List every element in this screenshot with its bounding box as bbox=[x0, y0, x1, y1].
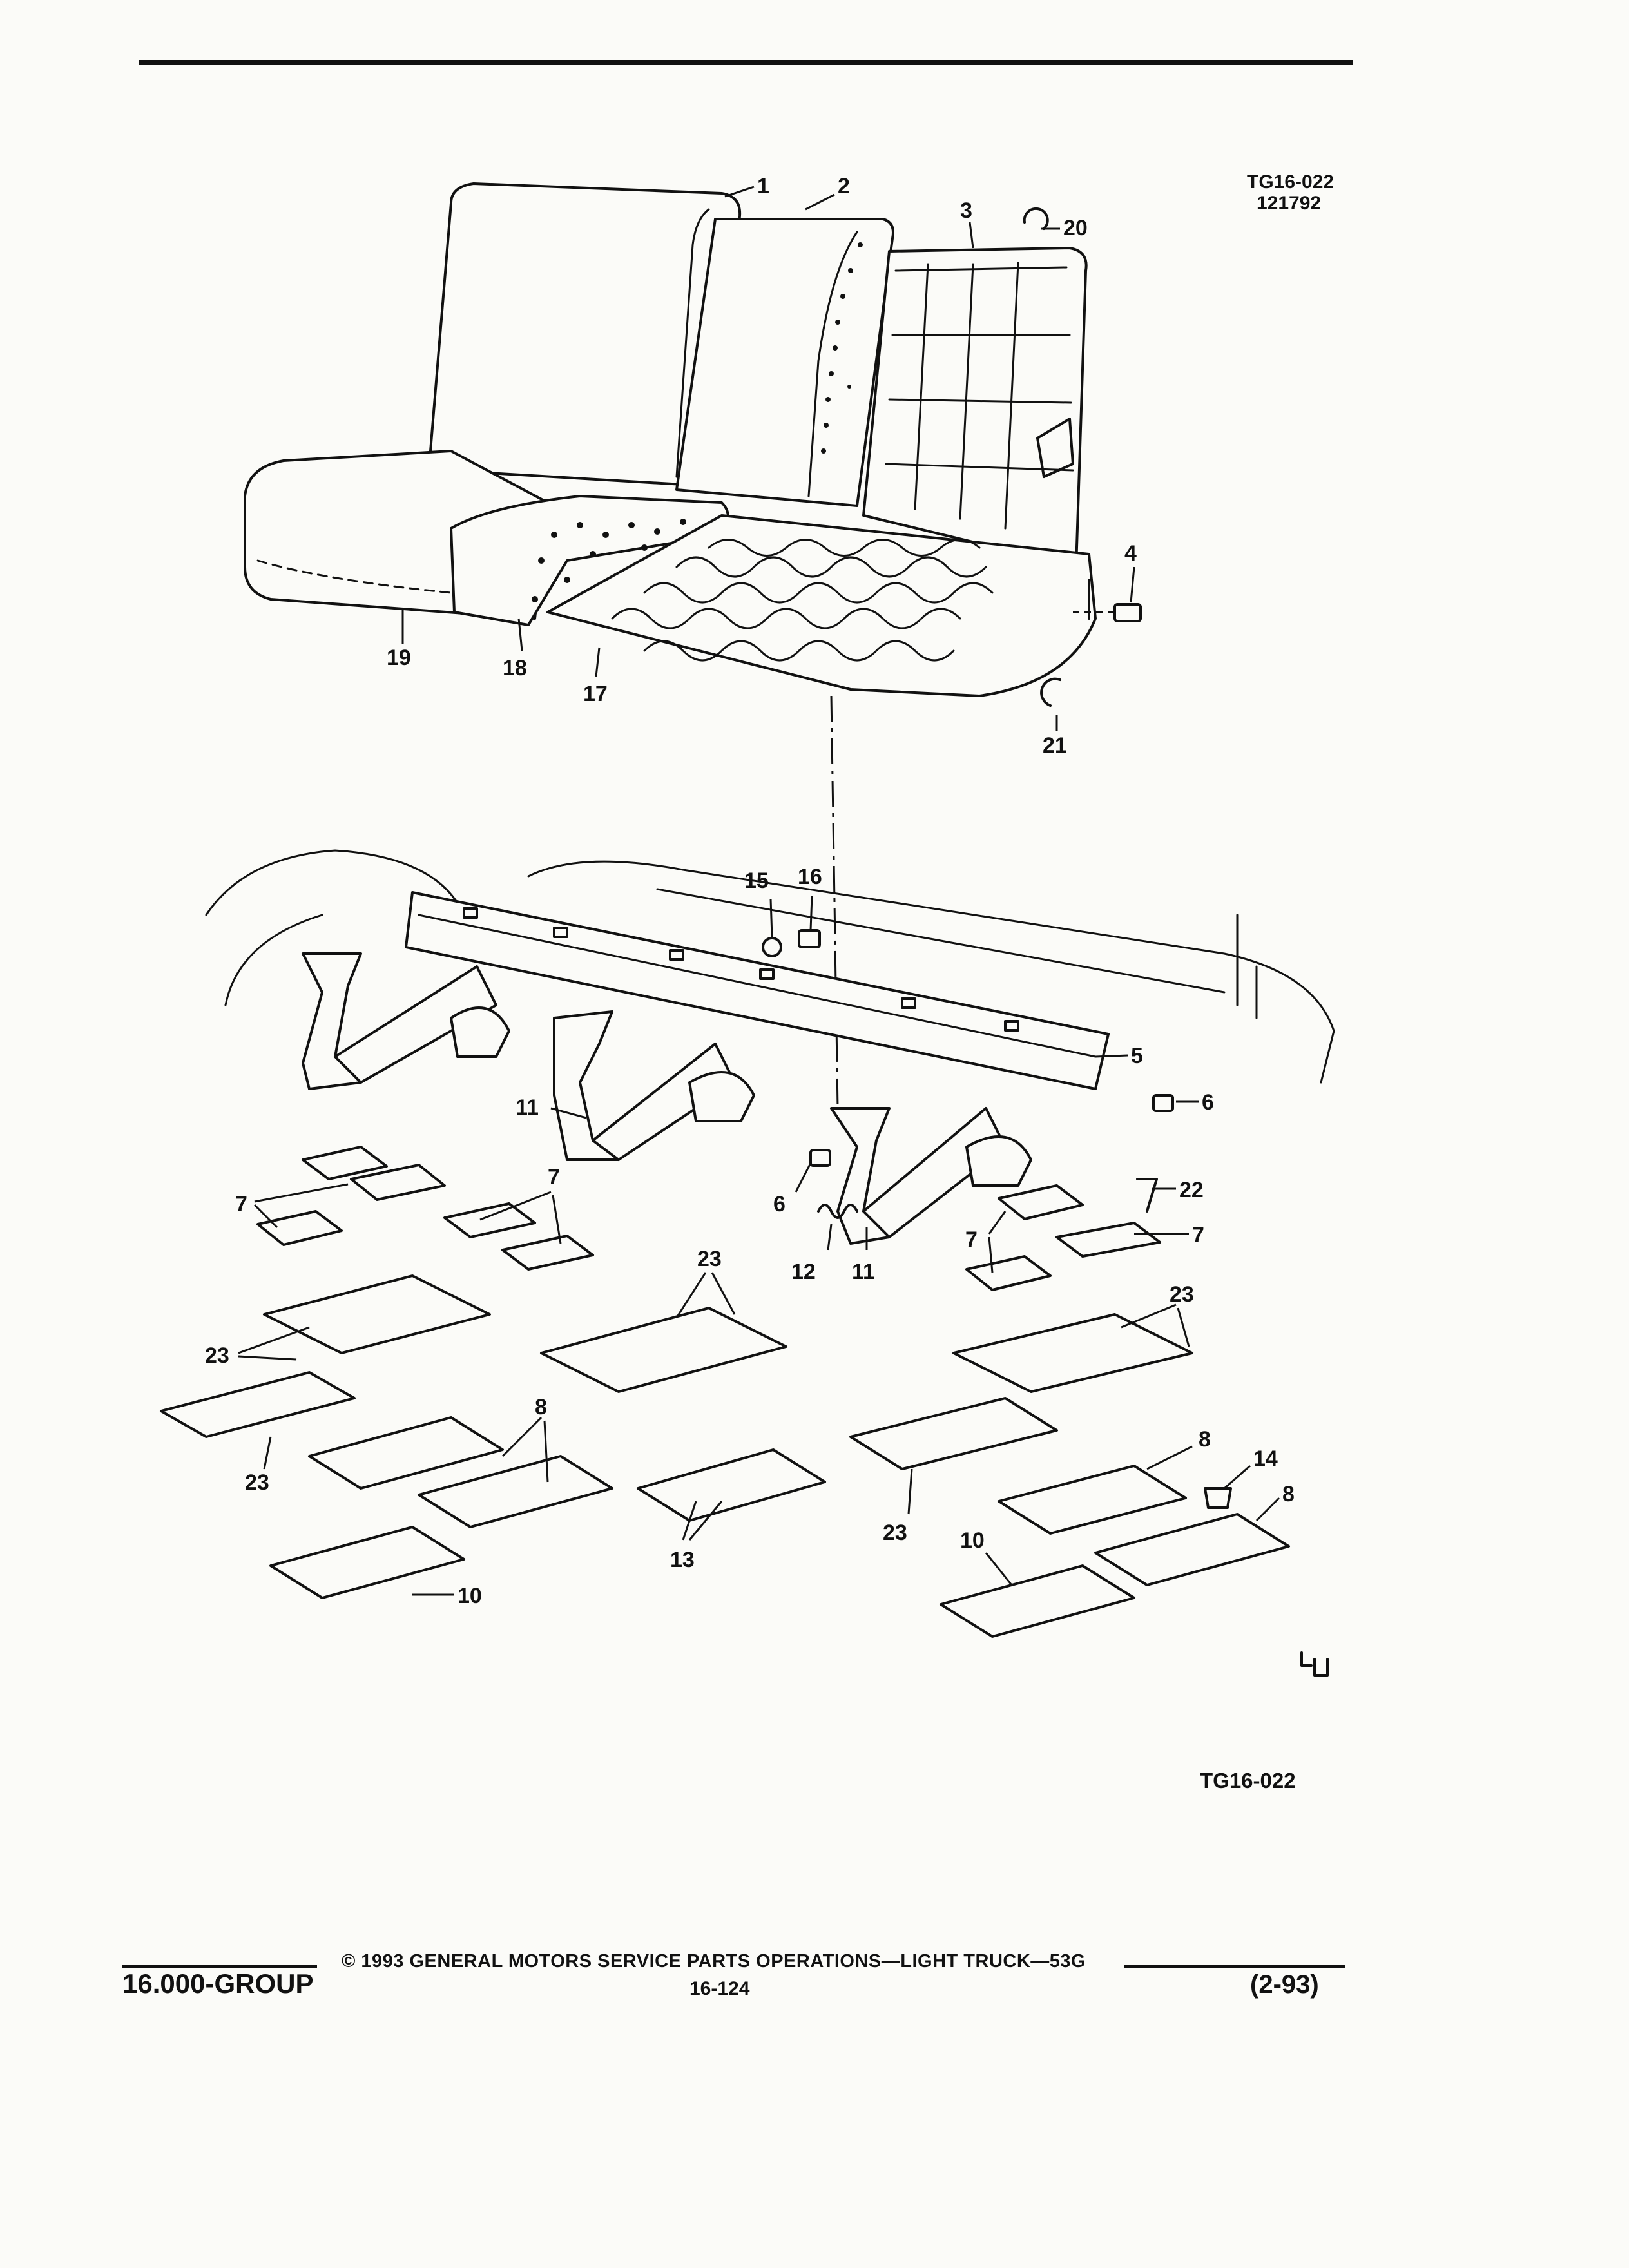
callout-13: 13 bbox=[670, 1548, 695, 1572]
callout-23d: 23 bbox=[245, 1470, 269, 1495]
vehicle-floor-outline bbox=[205, 849, 1335, 1084]
alignment-line bbox=[830, 695, 839, 1109]
callout-6b: 6 bbox=[773, 1192, 786, 1216]
callout-1: 1 bbox=[757, 174, 769, 198]
page-mark-icon bbox=[1300, 1651, 1329, 1677]
footer-revision: (2-93) bbox=[1250, 1970, 1319, 1999]
callout-19: 19 bbox=[387, 646, 411, 670]
anchor-plates bbox=[256, 1146, 1161, 1291]
callout-18: 18 bbox=[503, 656, 527, 680]
seat-assembly bbox=[244, 182, 1097, 697]
rail-bolt bbox=[1152, 1094, 1174, 1112]
footer-rule-left bbox=[122, 1965, 317, 1968]
callout-12: 12 bbox=[791, 1260, 816, 1284]
callout-11a: 11 bbox=[516, 1095, 539, 1120]
top-rule bbox=[139, 60, 1353, 65]
callout-23e: 23 bbox=[883, 1521, 907, 1545]
stud-bolt bbox=[798, 929, 821, 948]
callout-8a: 8 bbox=[535, 1395, 547, 1419]
tension-spring bbox=[817, 1204, 858, 1219]
callout-7c: 7 bbox=[965, 1227, 978, 1252]
callout-10a: 10 bbox=[458, 1584, 482, 1608]
callout-21: 21 bbox=[1043, 733, 1067, 758]
callout-5: 5 bbox=[1131, 1044, 1143, 1068]
callout-20: 20 bbox=[1063, 216, 1088, 240]
seat-rail bbox=[405, 891, 1110, 1090]
callout-16: 16 bbox=[798, 865, 822, 889]
callout-23a: 23 bbox=[697, 1247, 722, 1271]
callout-11b: 11 bbox=[852, 1260, 875, 1284]
callout-8c: 8 bbox=[1282, 1482, 1295, 1506]
figure-id: TG16-022 bbox=[1247, 171, 1334, 193]
callout-7d: 7 bbox=[1192, 1223, 1204, 1247]
callout-7b: 7 bbox=[548, 1165, 560, 1189]
callout-10b: 10 bbox=[960, 1528, 985, 1553]
support-bolt bbox=[809, 1149, 831, 1167]
callout-23b: 23 bbox=[205, 1343, 229, 1368]
callout-15: 15 bbox=[744, 869, 769, 893]
hinge-clip bbox=[1023, 207, 1049, 230]
callout-labels: 1 2 3 20 4 19 18 17 21 15 16 5 6 11 6 12… bbox=[205, 174, 1295, 1608]
spacer-plates bbox=[160, 1274, 1193, 1470]
footer-copyright: © 1993 GENERAL MOTORS SERVICE PARTS OPER… bbox=[342, 1951, 1086, 1972]
footer-page-number: 16-124 bbox=[689, 1978, 750, 1999]
retainer-clip bbox=[1040, 677, 1061, 707]
figure-date: 121792 bbox=[1257, 193, 1321, 214]
nut bbox=[762, 937, 782, 957]
figure-id-bottom: TG16-022 bbox=[1200, 1769, 1296, 1792]
seat-support-left bbox=[302, 952, 510, 1090]
seat-back-foam-dots bbox=[821, 242, 863, 454]
screw bbox=[1136, 1178, 1158, 1213]
callout-22: 22 bbox=[1179, 1178, 1204, 1202]
callout-6a: 6 bbox=[1202, 1090, 1214, 1115]
retainer-plates bbox=[269, 1416, 1290, 1638]
seat-bolt bbox=[1073, 603, 1142, 622]
callout-7a: 7 bbox=[235, 1192, 247, 1216]
callout-3: 3 bbox=[960, 198, 972, 223]
footer-rule-right bbox=[1124, 1965, 1345, 1968]
seat-back-frame bbox=[862, 247, 1088, 568]
callout-23c: 23 bbox=[1170, 1282, 1194, 1307]
footer-group: 16.000-GROUP bbox=[122, 1968, 314, 1999]
seat-support-right bbox=[830, 1107, 1032, 1245]
retainer-bolt bbox=[1204, 1487, 1232, 1509]
callout-14: 14 bbox=[1253, 1446, 1278, 1471]
callout-2: 2 bbox=[838, 174, 850, 198]
callout-8b: 8 bbox=[1199, 1427, 1211, 1452]
callout-4: 4 bbox=[1124, 541, 1137, 566]
seat-support-center bbox=[553, 1010, 755, 1161]
seat-back-pad bbox=[675, 218, 894, 507]
callout-17: 17 bbox=[583, 682, 608, 706]
